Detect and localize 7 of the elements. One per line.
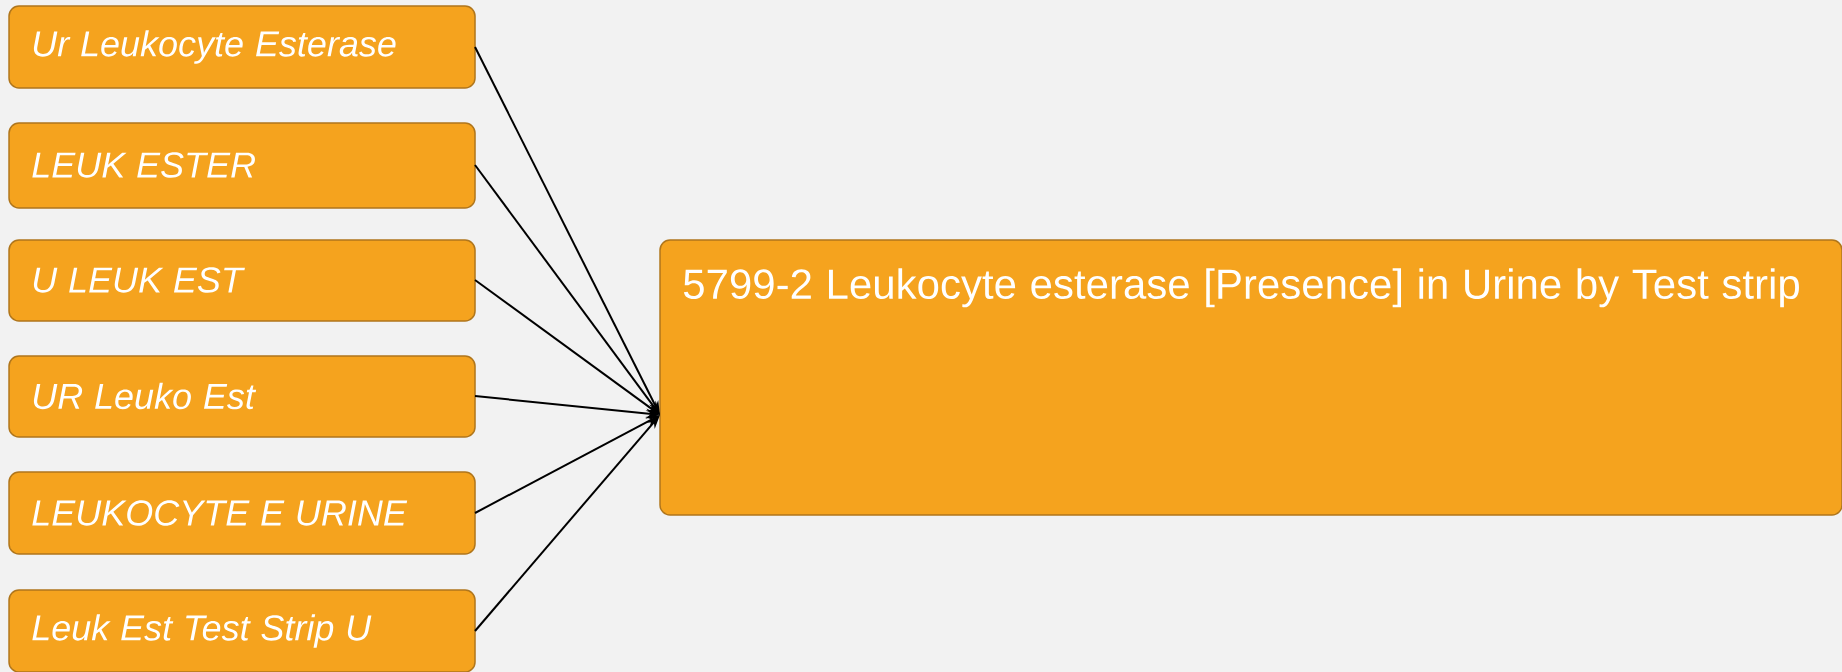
process-box: Ur Leukocyte Esterase (8, 5, 476, 89)
target-box: 5799-2 Leukocyte esterase [Presence] in Urine by Test strip (659, 239, 1842, 516)
process-box: LEUKOCYTE E URINE (8, 471, 476, 555)
process-box: U LEUK EST (8, 239, 476, 322)
process-box: UR Leuko Est (8, 355, 476, 438)
process-box: LEUK ESTER (8, 122, 476, 209)
process-box: Leuk Est Test Strip U (8, 589, 476, 672)
